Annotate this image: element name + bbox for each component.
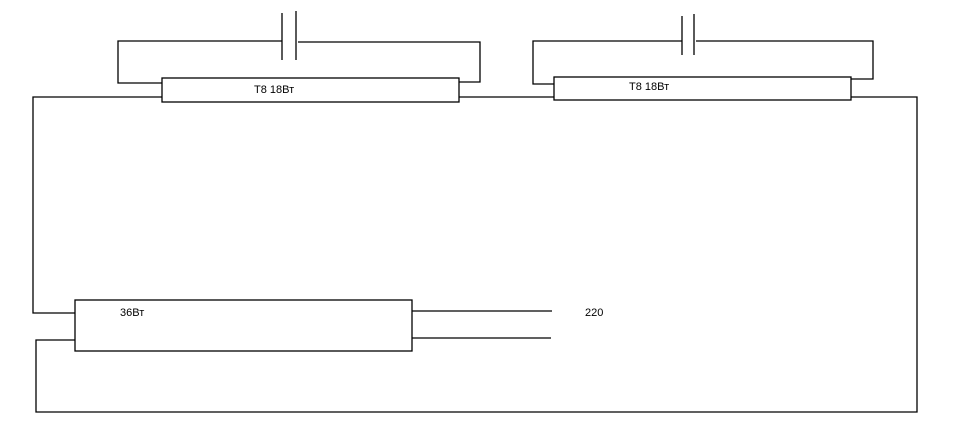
lamp-1 (161, 77, 460, 103)
wire-lamp1-ballast (32, 96, 162, 314)
ballast-label: 36Вт (120, 307, 145, 319)
lamp-2 (553, 76, 852, 101)
wire-cap1-right (298, 41, 481, 83)
lamp-2-label: T8 18Вт (629, 81, 670, 93)
lamp-1-label: T8 18Вт (254, 84, 295, 96)
supply-voltage-label: 220 (585, 307, 604, 319)
ballast (74, 299, 413, 352)
wire-cap2-left (532, 40, 682, 85)
wire-cap1-left (117, 40, 282, 84)
wire-cap2-right (696, 40, 874, 80)
wire-lamp2-ballast (35, 96, 918, 413)
